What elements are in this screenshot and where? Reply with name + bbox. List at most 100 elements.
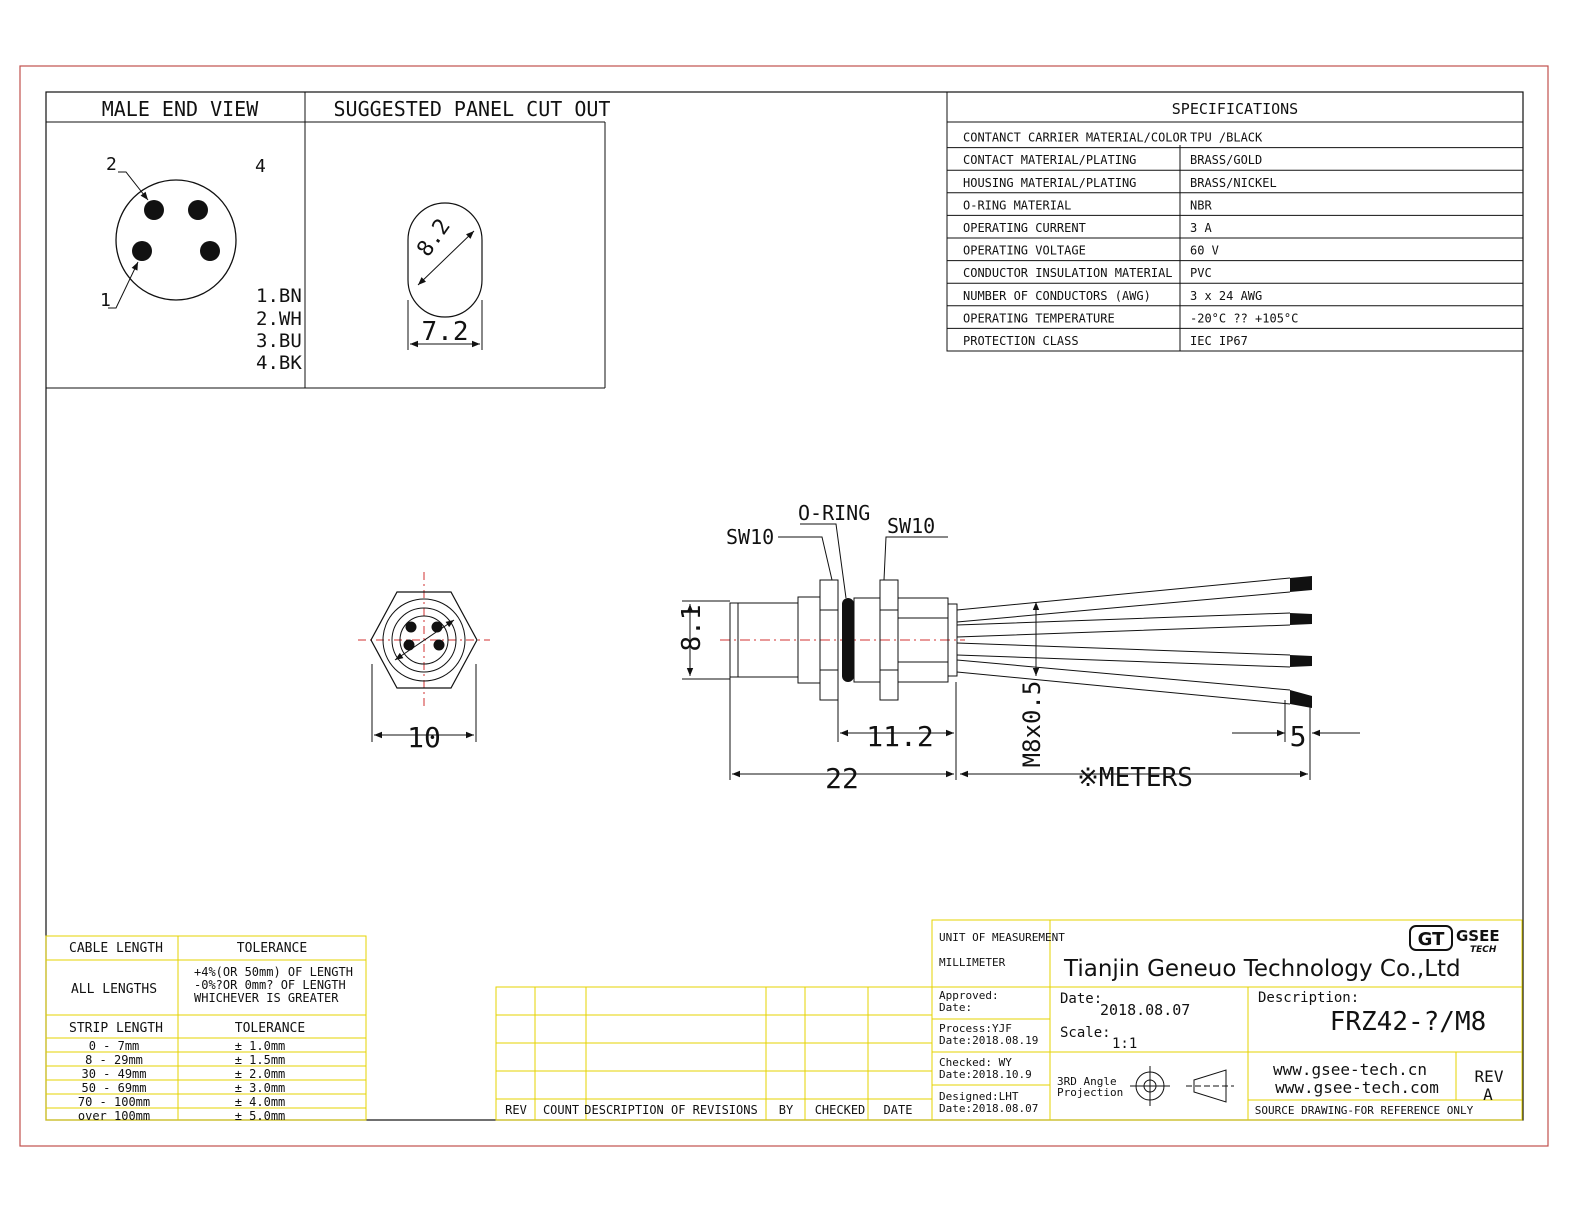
strip-tolerance-cell: ± 3.0mm bbox=[235, 1081, 286, 1095]
strip-length-cell: 30 - 49mm bbox=[81, 1067, 146, 1081]
checked-header: CHECKED bbox=[815, 1103, 866, 1117]
wire-code-2: 2.WH bbox=[256, 308, 302, 330]
cable-tolerance-header: TOLERANCE bbox=[237, 941, 307, 956]
checked-label: Checked: WY bbox=[939, 1056, 1012, 1069]
logo-mark: GT bbox=[1418, 929, 1445, 950]
panel-cutout-title: SUGGESTED PANEL CUT OUT bbox=[334, 97, 611, 121]
sw-right-label: SW10 bbox=[887, 514, 935, 538]
strip-length-cell: 8 - 29mm bbox=[85, 1053, 143, 1067]
spec-label: CONDUCTOR INSULATION MATERIAL bbox=[963, 266, 1173, 280]
approved-date: Date: bbox=[939, 1001, 972, 1014]
spec-label: CONTANCT CARRIER MATERIAL/COLOR bbox=[963, 131, 1188, 145]
unit-label: UNIT OF MEASUREMENT bbox=[939, 931, 1065, 944]
gsee-logo: GT GSEE TECH bbox=[1409, 925, 1500, 955]
panel-cutout-shape bbox=[407, 202, 483, 318]
process-date: Date:2018.08.19 bbox=[939, 1034, 1038, 1047]
strip-tolerance-cell: ± 5.0mm bbox=[235, 1109, 286, 1123]
dim-dia-label: 8.1 bbox=[677, 605, 707, 652]
source-note: SOURCE DRAWING-FOR REFERENCE ONLY bbox=[1255, 1104, 1474, 1117]
strip-length-header: STRIP LENGTH bbox=[69, 1021, 163, 1036]
top-left-views: MALE END VIEW SUGGESTED PANEL CUT OUT 2 … bbox=[46, 92, 611, 389]
designed-label: Designed:LHT bbox=[939, 1090, 1019, 1103]
spec-value: -20°C ?? +105°C bbox=[1190, 311, 1298, 325]
pin-label-2: 2 bbox=[106, 154, 117, 175]
dim-hex-label: 10 bbox=[407, 721, 441, 754]
strip-length-cell: 70 - 100mm bbox=[78, 1095, 150, 1109]
male-pin bbox=[200, 241, 220, 261]
wires bbox=[956, 577, 1291, 705]
outer-frame bbox=[19, 65, 1549, 1147]
scale-label: Scale: bbox=[1060, 1025, 1111, 1041]
date-label: Date: bbox=[1060, 991, 1102, 1007]
projection-line-2: Projection bbox=[1057, 1086, 1123, 1099]
male-pin bbox=[132, 241, 152, 261]
all-tol-line-2: -0%?OR 0mm? OF LENGTH bbox=[194, 978, 346, 992]
wire-code-4: 4.BK bbox=[256, 352, 302, 374]
tolerance-table-text: CABLE LENGTH TOLERANCE ALL LENGTHS +4%(O… bbox=[69, 941, 353, 1123]
dim-strip-label: 5 bbox=[1290, 720, 1307, 753]
process-label: Process:YJF bbox=[939, 1022, 1012, 1035]
count-header: COUNT bbox=[543, 1103, 579, 1117]
rev-label: REV bbox=[1475, 1067, 1504, 1086]
male-pin bbox=[188, 200, 208, 220]
specifications-table: SPECIFICATIONS CONTANCT CARRIER MATERIAL… bbox=[946, 91, 1524, 352]
scale-value: 1:1 bbox=[1112, 1036, 1137, 1052]
revisions-headers: REV COUNT DESCRIPTION OF REVISIONS BY CH… bbox=[505, 1103, 912, 1117]
connector-front-view: 10 bbox=[358, 572, 490, 754]
strip-tolerance-cell: ± 4.0mm bbox=[235, 1095, 286, 1109]
spec-value: BRASS/GOLD bbox=[1190, 153, 1262, 167]
strip-tolerance-header: TOLERANCE bbox=[235, 1021, 305, 1036]
date-header: DATE bbox=[884, 1103, 913, 1117]
spec-value: NBR bbox=[1190, 198, 1212, 212]
wire-code-3: 3.BU bbox=[256, 330, 302, 352]
male-pin bbox=[144, 200, 164, 220]
pin-label-4: 4 bbox=[255, 156, 266, 177]
title-block-grid bbox=[931, 919, 1523, 1121]
website-2: www.gsee-tech.com bbox=[1275, 1078, 1439, 1097]
approved-label: Approved: bbox=[939, 989, 999, 1002]
projection-symbol bbox=[1130, 1066, 1234, 1106]
description-value: FRZ42-?/M8 bbox=[1330, 1007, 1487, 1037]
spec-value: 3 A bbox=[1190, 221, 1212, 235]
strip-length-cell: 50 - 69mm bbox=[81, 1081, 146, 1095]
connector-side-view: SW10 O-RING SW10 8.1 11.2 22 ※METERS M8x… bbox=[677, 501, 1360, 795]
projection-line-1: 3RD Angle bbox=[1057, 1075, 1117, 1088]
company-name: Tianjin Geneuo Technology Co.,Ltd bbox=[1063, 956, 1461, 982]
pin-label-1: 1 bbox=[100, 290, 111, 311]
unit-value: MILLIMETER bbox=[939, 956, 1006, 969]
date-value: 2018.08.07 bbox=[1100, 1001, 1190, 1019]
male-end-face bbox=[115, 179, 237, 301]
strip-tolerance-cell: ± 1.0mm bbox=[235, 1039, 286, 1053]
all-lengths-label: ALL LENGTHS bbox=[71, 982, 157, 997]
spec-label: NUMBER OF CONDUCTORS (AWG) bbox=[963, 289, 1151, 303]
revisions-table bbox=[495, 986, 933, 1121]
male-end-view-title: MALE END VIEW bbox=[102, 97, 259, 121]
spec-value: 3 x 24 AWG bbox=[1190, 289, 1262, 303]
dim-22-label: 22 bbox=[825, 762, 859, 795]
dim-meters-label: ※METERS bbox=[1077, 763, 1193, 793]
strip-length-cell: 0 - 7mm bbox=[89, 1039, 140, 1053]
designed-date: Date:2018.08.07 bbox=[939, 1102, 1038, 1115]
description-header: DESCRIPTION OF REVISIONS bbox=[584, 1103, 757, 1117]
spec-label: HOUSING MATERIAL/PLATING bbox=[963, 176, 1136, 190]
wire-code-1: 1.BN bbox=[256, 285, 302, 307]
dim-11-label: 11.2 bbox=[866, 720, 933, 753]
sw-left-label: SW10 bbox=[726, 525, 774, 549]
o-ring-shape bbox=[842, 598, 854, 682]
dim-thread-label: M8x0.5 bbox=[1018, 681, 1046, 768]
strip-length-cell: over 100mm bbox=[78, 1109, 150, 1123]
checked-date: Date:2018.10.9 bbox=[939, 1068, 1032, 1081]
description-label: Description: bbox=[1258, 990, 1359, 1006]
specifications-title: SPECIFICATIONS bbox=[1172, 100, 1298, 118]
panel-cutout-width: 7.2 bbox=[422, 317, 469, 347]
strip-tolerance-cell: ± 2.0mm bbox=[235, 1067, 286, 1081]
spec-label: OPERATING VOLTAGE bbox=[963, 244, 1086, 258]
logo-name: GSEE bbox=[1456, 927, 1500, 945]
all-tol-line-3: WHICHEVER IS GREATER bbox=[194, 991, 339, 1005]
website-1: www.gsee-tech.cn bbox=[1273, 1060, 1427, 1079]
spec-value: BRASS/NICKEL bbox=[1190, 176, 1277, 190]
rev-header: REV bbox=[505, 1103, 527, 1117]
cable-length-header: CABLE LENGTH bbox=[69, 941, 163, 956]
by-header: BY bbox=[779, 1103, 794, 1117]
